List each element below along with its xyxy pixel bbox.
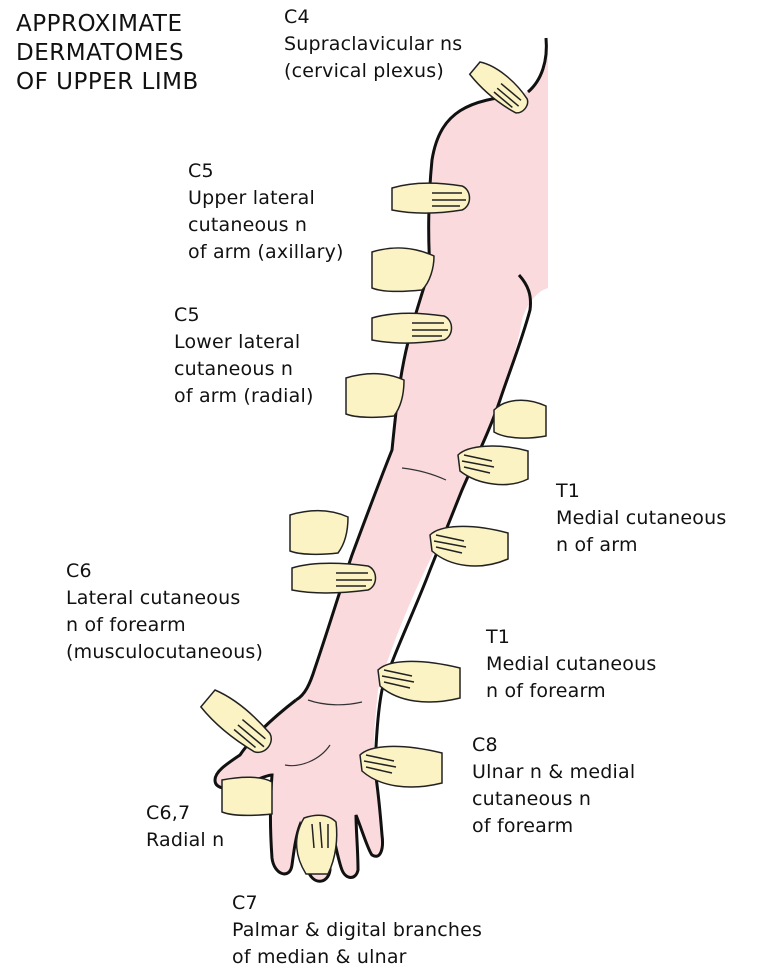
hand-c6-a — [289, 510, 349, 556]
label-c5-lower: C5 Lower lateral cutaneous n of arm (rad… — [174, 302, 314, 410]
segment-label: C6 — [66, 560, 92, 582]
segment-label: C5 — [174, 304, 200, 326]
nerve-label: of arm (axillary) — [188, 241, 344, 263]
hand-t1-arm-a — [493, 399, 547, 439]
segment-label: T1 — [556, 480, 581, 502]
nerve-label: n of forearm — [486, 680, 606, 702]
elbow-crease — [401, 467, 447, 481]
nerve-label: Radial n — [146, 829, 225, 851]
nerve-label: Palmar & digital branches — [232, 919, 483, 941]
nerve-label: (musculocutaneous) — [66, 641, 264, 663]
nerve-label: Supraclavicular ns — [284, 33, 463, 55]
hand-c8 — [359, 745, 443, 788]
hand-c5-upper-b — [371, 247, 435, 293]
nerve-label: of forearm — [472, 815, 574, 837]
hand-c5-lower-b — [345, 373, 405, 419]
label-c67: C6,7 Radial n — [146, 800, 224, 854]
nerve-label: Lateral cutaneous — [66, 587, 241, 609]
nerve-label: of arm (radial) — [174, 385, 314, 407]
arm-medial-edge — [373, 273, 532, 771]
nerve-label: Medial cutaneous — [486, 653, 657, 675]
segment-label: C8 — [472, 734, 498, 756]
label-c6: C6 Lateral cutaneous n of forearm (muscu… — [66, 558, 263, 666]
examiner-hands — [199, 61, 547, 875]
hand-t1-arm-c — [429, 525, 509, 567]
shoulder-edge — [526, 37, 548, 94]
label-c8: C8 Ulnar n & medial cutaneous n of forea… — [472, 732, 635, 840]
segment-label: C4 — [284, 6, 310, 28]
nerve-label: (cervical plexus) — [284, 60, 444, 82]
segment-label: C5 — [188, 160, 214, 182]
label-t1-forearm: T1 Medial cutaneous n of forearm — [486, 624, 656, 705]
diagram-title: APPROXIMATE DERMATOMES OF UPPER LIMB — [16, 10, 199, 97]
label-c7: C7 Palmar & digital branches of median &… — [232, 890, 482, 971]
palm-crease — [284, 744, 331, 767]
nerve-label: of median & ulnar — [232, 946, 407, 968]
nerve-label: Ulnar n & medial — [472, 761, 636, 783]
title-line: DERMATOMES — [16, 40, 185, 66]
title-line: APPROXIMATE — [16, 11, 183, 37]
segment-label: T1 — [486, 626, 511, 648]
label-t1-arm: T1 Medial cutaneous n of arm — [556, 478, 726, 559]
hand-c5-lower-a — [371, 312, 453, 344]
hand-t1-arm-b — [457, 445, 529, 486]
hand-c5-upper-a — [391, 182, 471, 214]
label-c5-upper: C5 Upper lateral cutaneous n of arm (axi… — [188, 158, 344, 266]
hand-c7 — [295, 814, 338, 875]
arm-outline — [215, 38, 548, 882]
nerve-label: n of arm — [556, 534, 638, 556]
hand-c4 — [468, 61, 529, 114]
hand-c6-b — [291, 562, 377, 594]
nerve-label: cutaneous n — [472, 788, 592, 810]
nerve-label: cutaneous n — [188, 214, 308, 236]
nerve-label: Upper lateral — [188, 187, 315, 209]
nerve-label: Medial cutaneous — [556, 507, 727, 529]
wrist-crease — [307, 699, 363, 706]
segment-label: C7 — [232, 892, 258, 914]
nerve-label: n of forearm — [66, 614, 186, 636]
nerve-label: Lower lateral — [174, 331, 301, 353]
title-line: OF UPPER LIMB — [16, 69, 199, 95]
hand-c67-lower — [221, 776, 273, 817]
hand-c67-upper — [199, 689, 272, 754]
segment-label: C6,7 — [146, 802, 191, 824]
nerve-label: cutaneous n — [174, 358, 294, 380]
hand-t1-forearm — [377, 660, 461, 703]
label-c4: C4 Supraclavicular ns (cervical plexus) — [284, 4, 462, 85]
